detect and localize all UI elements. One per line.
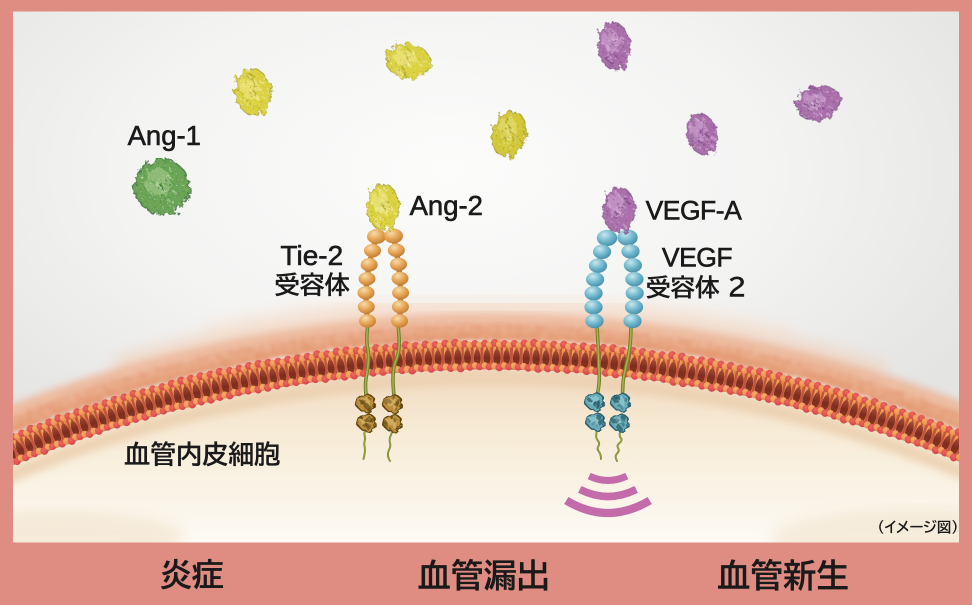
svg-text:VEGF-A: VEGF-A xyxy=(646,195,742,225)
svg-text:Ang-1: Ang-1 xyxy=(128,120,201,151)
svg-text:Tie-2: Tie-2 xyxy=(280,240,343,271)
svg-text:VEGF: VEGF xyxy=(662,242,732,272)
svg-text:Ang-2: Ang-2 xyxy=(410,190,483,221)
